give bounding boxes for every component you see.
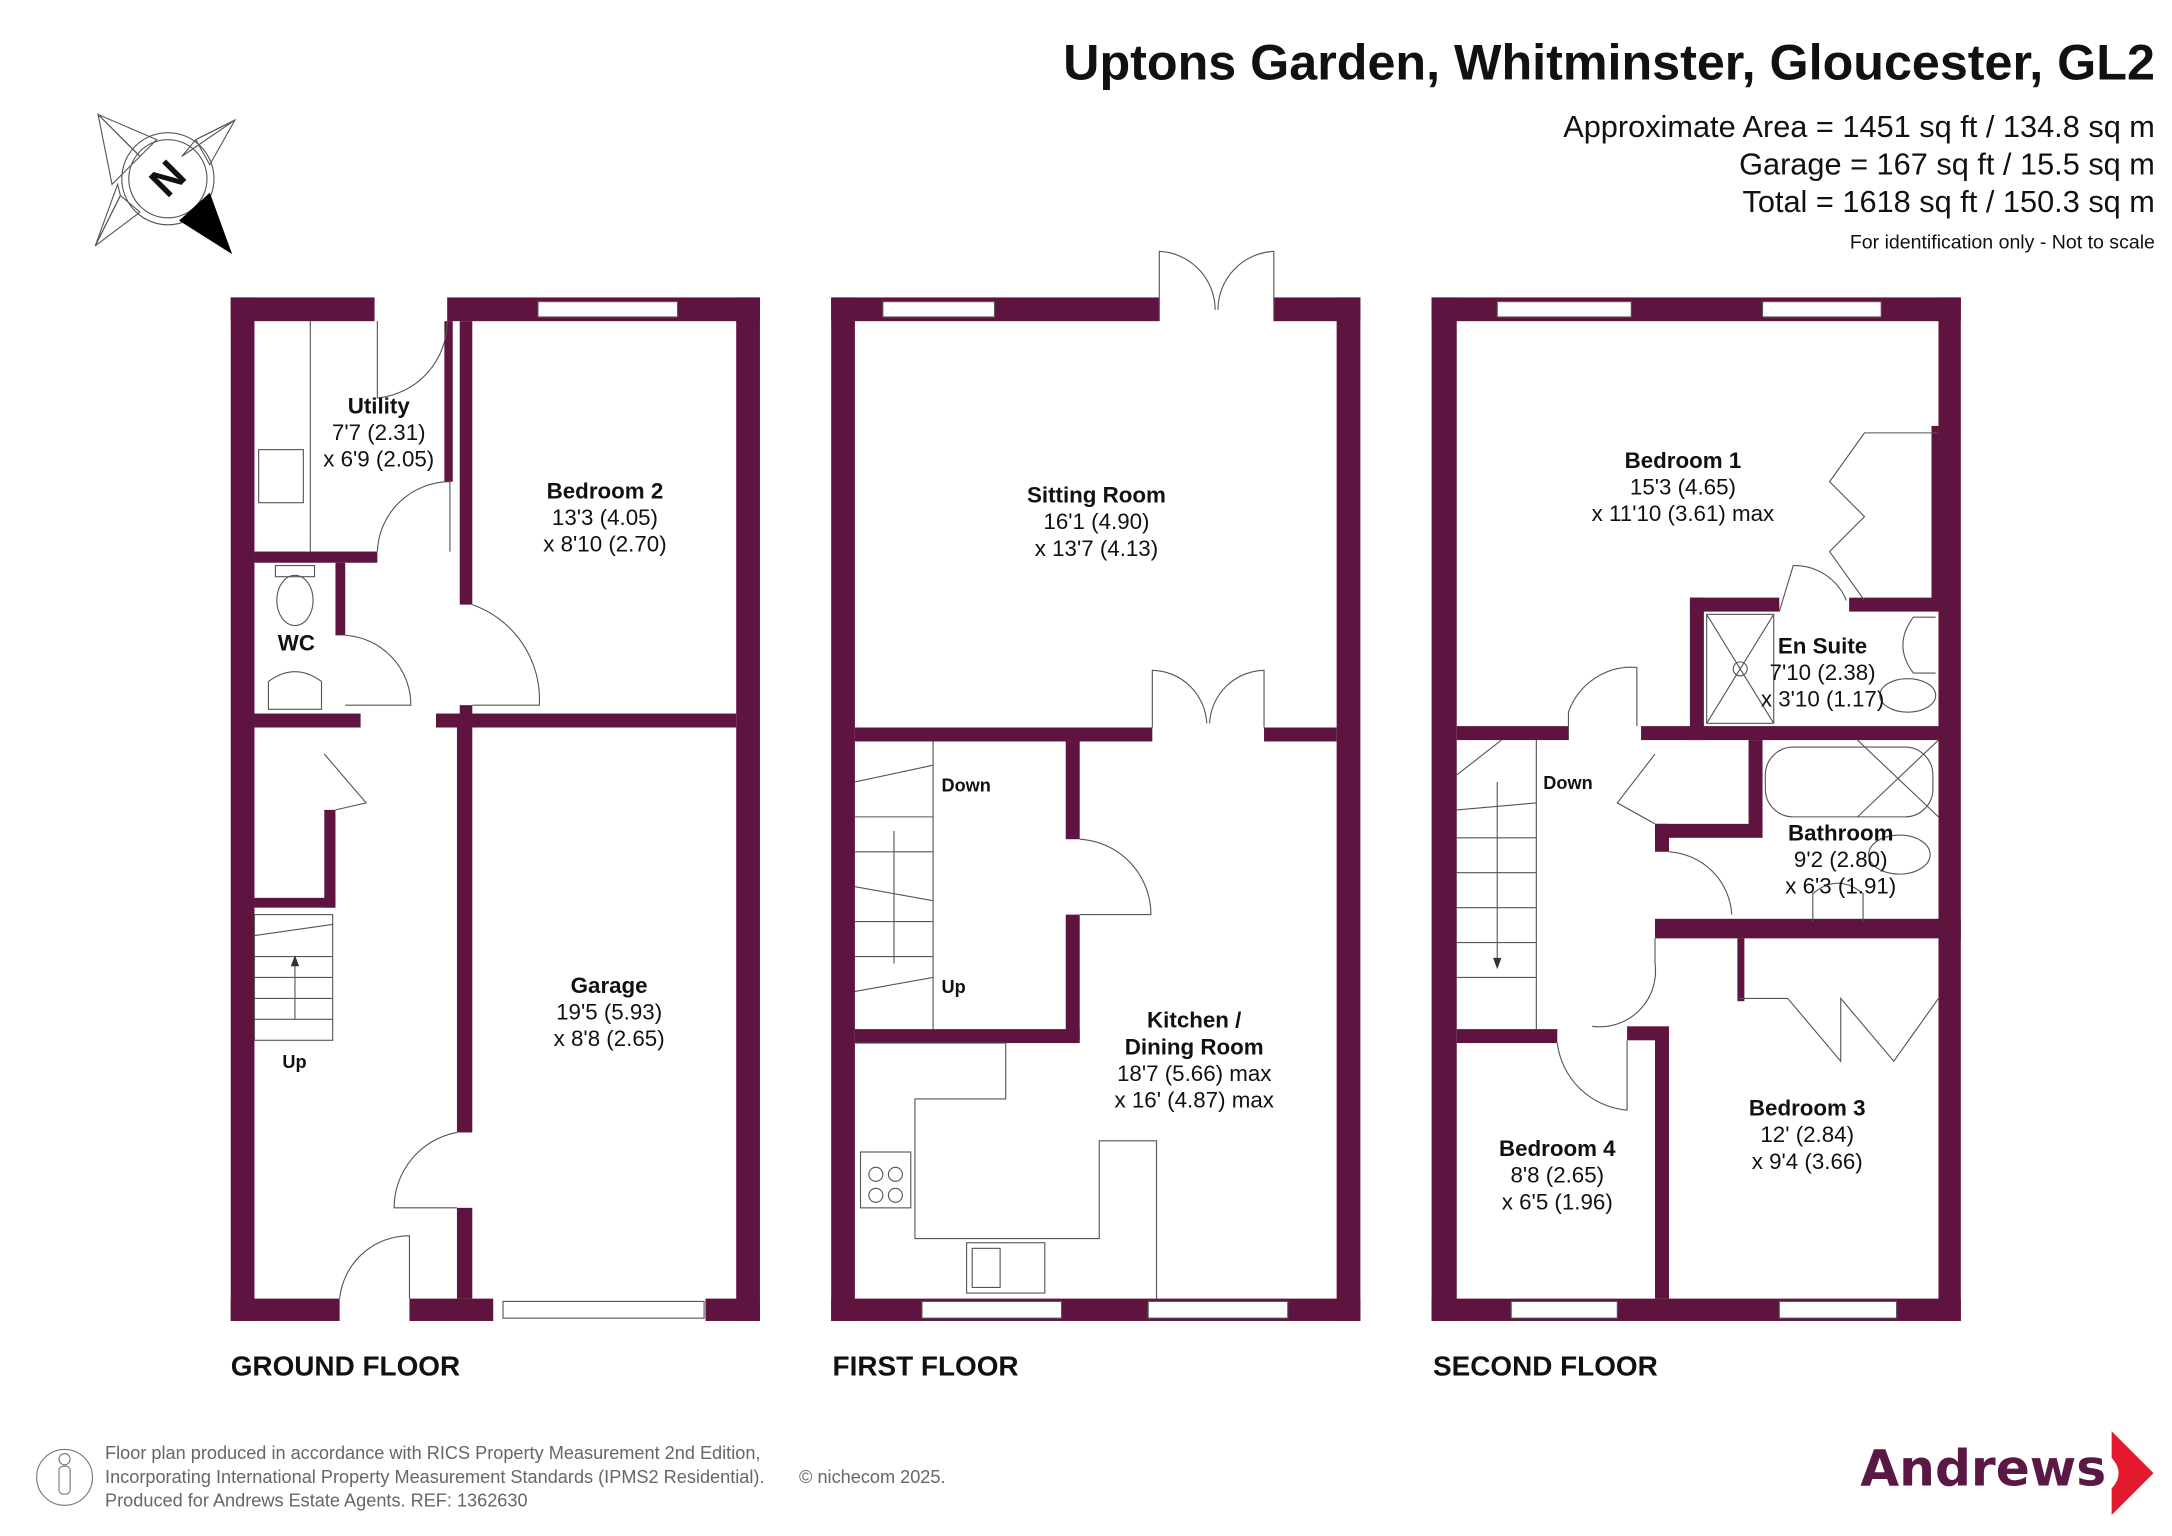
room-name-en-suite: En Suite (1778, 633, 1867, 658)
room-name-kitchen: Kitchen / (1147, 1008, 1241, 1033)
stairs-down-label: Down (941, 776, 990, 796)
room-dim-bedroom-3: 12' (2.84) (1760, 1122, 1854, 1147)
room-dim-bedroom-4-b: x 6'5 (1.96) (1502, 1189, 1613, 1214)
room-dim-en-suite: 7'10 (2.38) (1770, 660, 1876, 685)
room-dim-bathroom-b: x 6'3 (1.91) (1785, 874, 1896, 899)
room-name-dining-room: Dining Room (1125, 1034, 1264, 1059)
stairs-down-label: Down (1543, 773, 1592, 793)
door (1567, 666, 1638, 741)
andrews-logo: Andrews (1860, 1431, 2154, 1516)
window (921, 1300, 1063, 1319)
door (472, 604, 541, 706)
toilet-icon (276, 574, 314, 627)
footer-line-1: Floor plan produced in accordance with R… (105, 1443, 760, 1463)
stairs-up-label: Up (941, 977, 965, 997)
room-name-garage: Garage (571, 973, 648, 998)
first-floor-label: FIRST FLOOR (833, 1350, 1019, 1381)
basin-icon (1812, 882, 1864, 922)
stairs (253, 914, 334, 1041)
room-dim-sitting-room: 16'1 (4.90) (1043, 509, 1149, 534)
footer-copyright: © nichecom 2025. (799, 1467, 945, 1487)
room-dim-bathroom: 9'2 (2.80) (1794, 847, 1888, 872)
area-line: Approximate Area = 1451 sq ft / 134.8 sq… (1563, 109, 2155, 144)
door (345, 634, 412, 706)
window (1778, 1300, 1898, 1319)
sink-icon (966, 1242, 1046, 1294)
window (882, 301, 996, 318)
window (1510, 1300, 1618, 1319)
door (1616, 753, 1656, 825)
hob-icon (859, 1151, 912, 1209)
room-dim-kitchen: 18'7 (5.66) max (1117, 1061, 1271, 1086)
door (1668, 851, 1733, 915)
door (339, 1235, 411, 1299)
toilet-icon (1868, 834, 1931, 875)
door (393, 1131, 458, 1209)
first-floor-plan: Down Up Sitting Room 16'1 (4.90) x 13'7 … (831, 250, 1361, 1321)
stairs (1456, 739, 1537, 1030)
room-dim-bedroom-2: 13'3 (4.05) (552, 505, 658, 530)
room-dim-bedroom-1: 15'3 (4.65) (1630, 474, 1736, 499)
room-name-bedroom-4: Bedroom 4 (1499, 1136, 1616, 1161)
window (1147, 1300, 1289, 1319)
shower-icon (1706, 613, 1775, 724)
basin-icon (1902, 616, 1936, 674)
stairs (854, 741, 934, 1030)
door (1556, 1040, 1628, 1111)
room-dim-utility: 7'7 (2.31) (332, 420, 426, 445)
room-name-wc: WC (278, 631, 315, 656)
room-dim-utility-2: x 6'9 (2.05) (323, 446, 434, 471)
sink-icon (258, 449, 304, 504)
compass-north-letter: N (140, 151, 195, 206)
bath-icon (1764, 746, 1934, 818)
stairs-up-label: Up (282, 1052, 306, 1072)
compass-icon: N (94, 112, 237, 255)
room-name-utility: Utility (348, 393, 411, 418)
room-dim-en-suite-b: x 3'10 (1.17) (1761, 687, 1884, 712)
toilet-icon (1879, 678, 1937, 713)
room-name-bedroom-2: Bedroom 2 (547, 479, 664, 504)
room-dim-bedroom-1-b: x 11'10 (3.61) max (1592, 501, 1775, 526)
property-title: Uptons Garden, Whitminster, Gloucester, … (1063, 35, 2155, 91)
room-dim-bedroom-2-b: x 8'10 (2.70) (543, 532, 666, 557)
person-icon (36, 1448, 94, 1506)
window (537, 301, 679, 318)
basin-icon (267, 671, 323, 710)
second-floor-plan: Down Bedroom 1 15'3 (4.65) x 11'10 (3.61… (1431, 297, 1961, 1321)
window (1496, 301, 1632, 318)
room-dim-garage-b: x 8'8 (2.65) (554, 1026, 665, 1051)
second-floor-label: SECOND FLOOR (1433, 1350, 1658, 1381)
door (323, 753, 368, 811)
room-dim-sitting-room-b: x 13'7 (4.13) (1035, 536, 1158, 561)
garage-door (502, 1300, 705, 1319)
door (376, 481, 451, 552)
door (1778, 564, 1847, 612)
room-name-bedroom-1: Bedroom 1 (1625, 448, 1742, 473)
logo-text: Andrews (1860, 1439, 2106, 1498)
total-area-line: Total = 1618 sq ft / 150.3 sq m (1743, 184, 2155, 219)
room-dim-kitchen-b: x 16' (4.87) max (1115, 1087, 1274, 1112)
door (376, 321, 448, 399)
room-name-bathroom: Bathroom (1788, 821, 1893, 846)
room-name-bedroom-3: Bedroom 3 (1749, 1096, 1866, 1121)
ground-floor-label: GROUND FLOOR (231, 1350, 460, 1381)
scale-note: For identification only - Not to scale (1850, 232, 2155, 254)
door (1592, 938, 1657, 1028)
wardrobe-doors (1738, 996, 1939, 1063)
room-dim-bedroom-3-b: x 9'4 (3.66) (1752, 1149, 1863, 1174)
garage-area-line: Garage = 167 sq ft / 15.5 sq m (1739, 147, 2155, 182)
room-name-sitting-room: Sitting Room (1027, 483, 1166, 508)
door (1079, 838, 1152, 916)
room-dim-garage: 19'5 (5.93) (556, 999, 662, 1024)
room-dim-bedroom-4: 8'8 (2.65) (1510, 1163, 1604, 1188)
ground-floor-plan: Up Utility 7'7 (2.31) x 6'9 (2.05) WC Be… (230, 297, 760, 1321)
footer-line-2: Incorporating International Property Mea… (105, 1467, 764, 1487)
window (1761, 301, 1882, 318)
footer-line-3: Produced for Andrews Estate Agents. REF:… (105, 1491, 528, 1511)
